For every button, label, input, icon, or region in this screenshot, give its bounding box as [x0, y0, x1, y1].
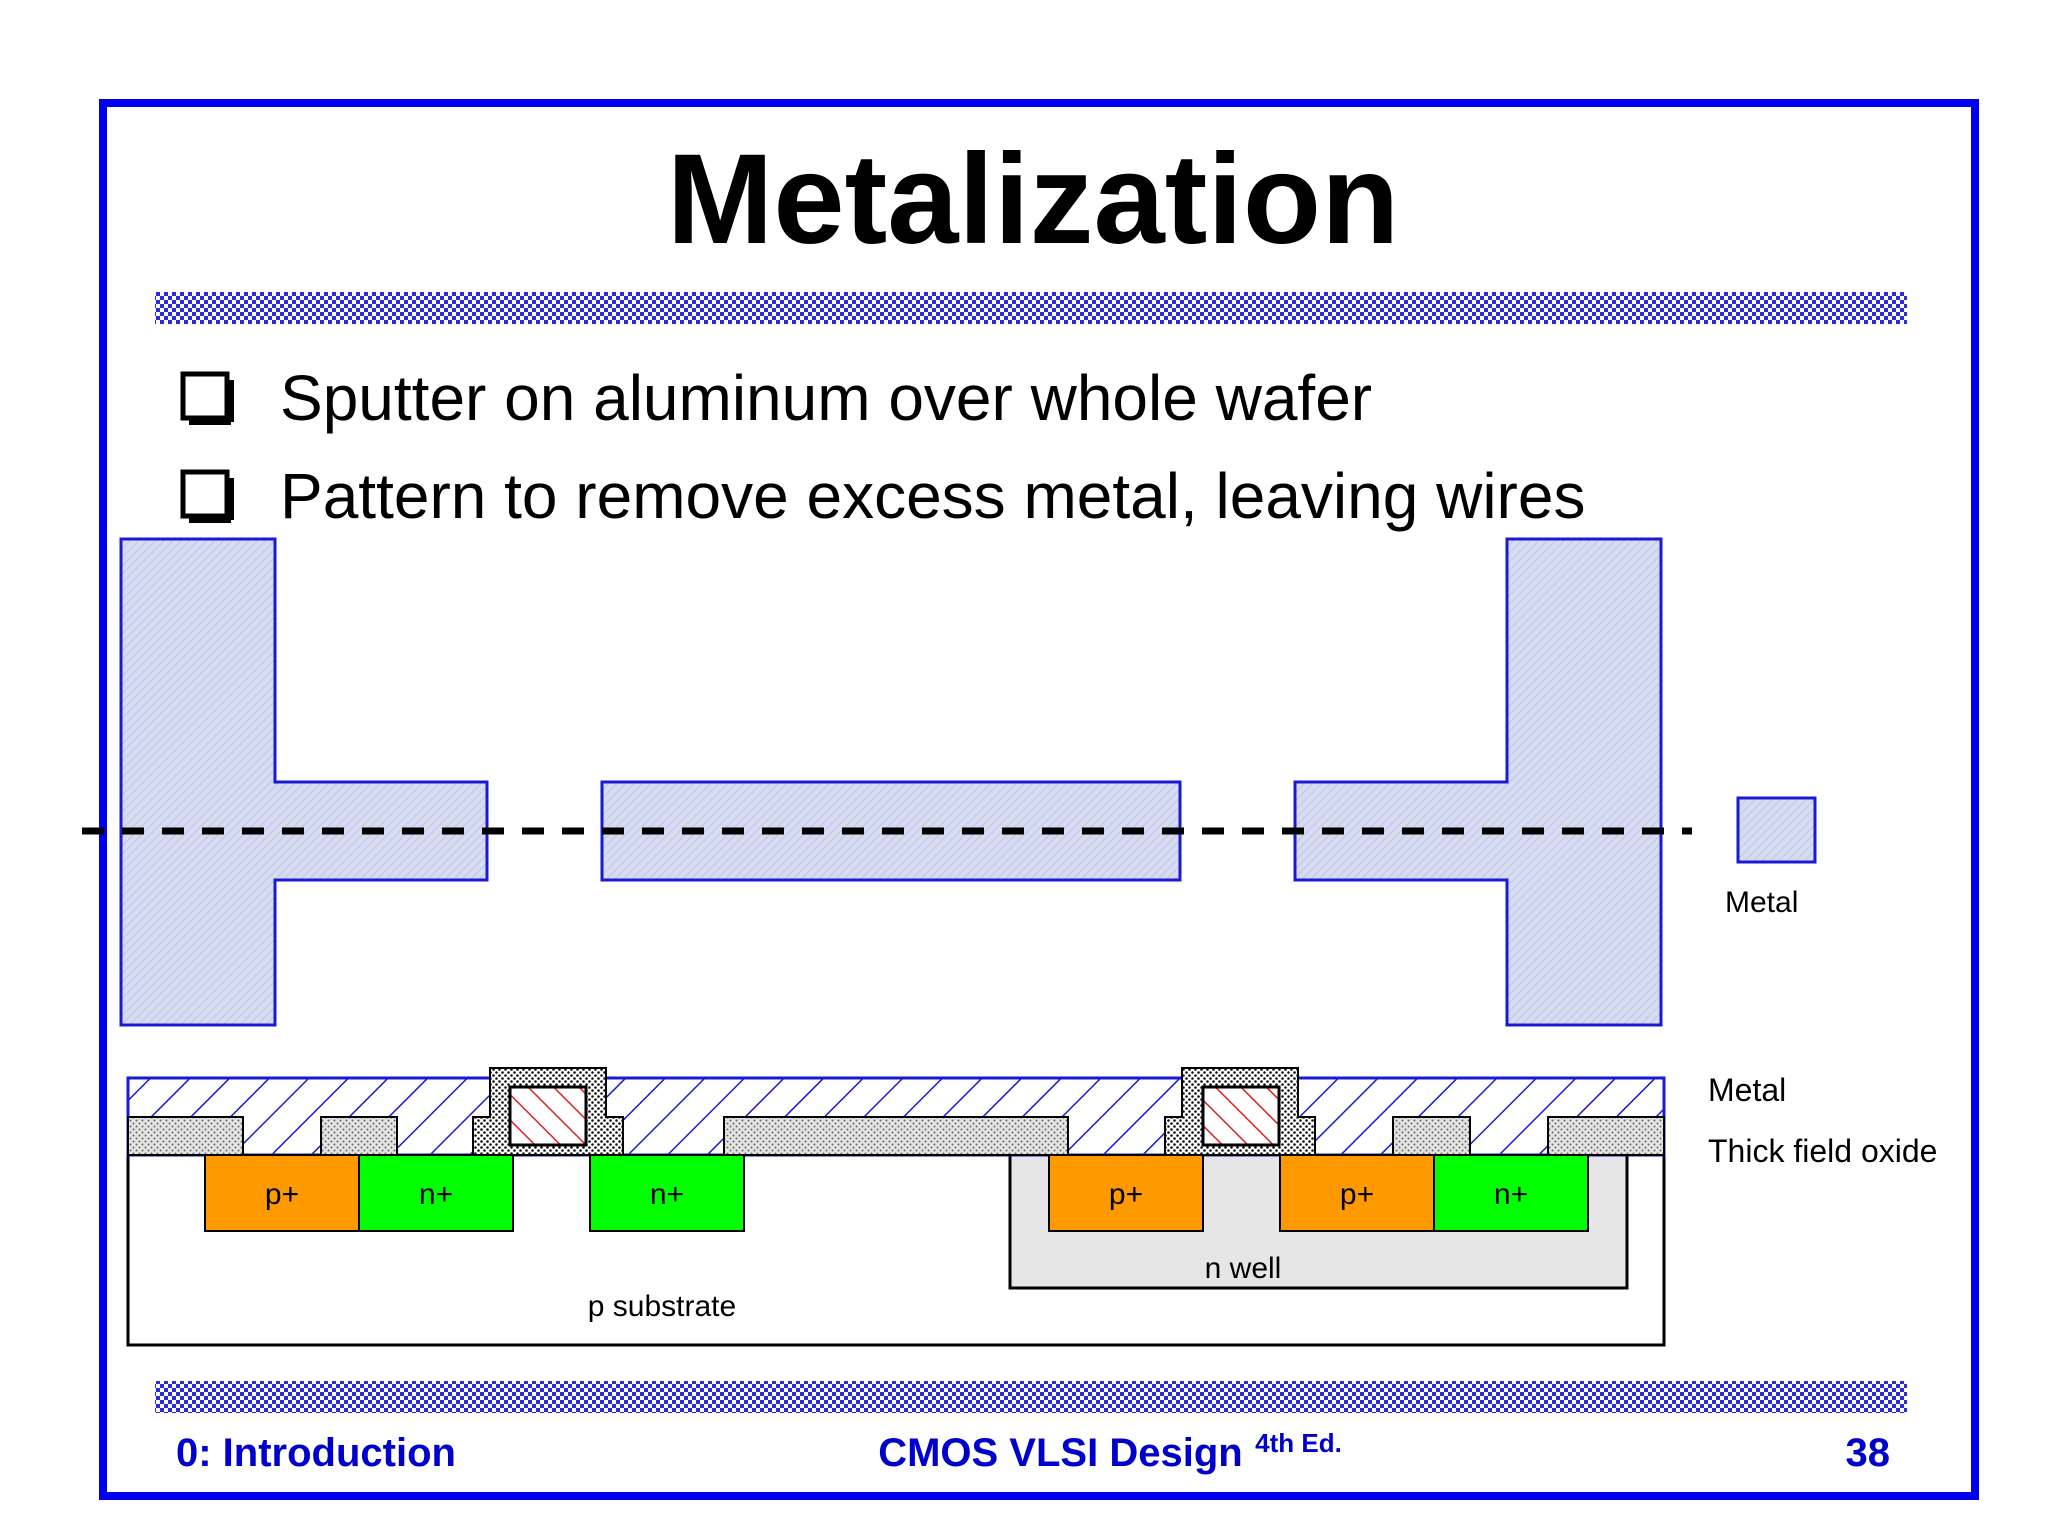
checkbox-icon [180, 371, 230, 421]
diffusion-label: n+ [650, 1178, 684, 1211]
gate-stack-pmos [1164, 1067, 1316, 1156]
footer-edition: 4th Ed. [1255, 1428, 1342, 1458]
slide-frame [99, 99, 1979, 1500]
top-divider [155, 292, 1907, 324]
page-number: 38 [1846, 1431, 1891, 1475]
n-well-label: n well [1205, 1252, 1282, 1285]
diffusion-p-plus [1048, 1154, 1204, 1232]
footer-section-label: 0: Introduction [176, 1431, 456, 1475]
metal-wire-left [119, 537, 489, 1027]
diffusion-label: p+ [265, 1178, 299, 1211]
metal-legend-label: Metal [1725, 886, 1798, 919]
bullet-item: Sputter on aluminum over whole wafer [180, 362, 1372, 434]
p-substrate-label: p substrate [588, 1290, 736, 1323]
gate-stack-nmos [472, 1067, 624, 1156]
metal-wire-right [1293, 537, 1663, 1027]
bullet-text: Pattern to remove excess metal, leaving … [280, 460, 1585, 532]
field-oxide [127, 1116, 1665, 1156]
legend-oxide-label: Thick field oxide [1708, 1133, 1937, 1169]
footer-course-title: CMOS VLSI Design 4th Ed. [878, 1428, 1342, 1475]
bullet-text: Sputter on aluminum over whole wafer [280, 362, 1372, 434]
cross-section: p+ n+ n+ p+ p+ n+ n well p substrate Met… [126, 1067, 1937, 1347]
diffusion-regions: p+ n+ n+ p+ p+ n+ [204, 1154, 1589, 1232]
slide-title: Metalization [667, 128, 1400, 271]
diffusion-n-plus [1433, 1154, 1589, 1232]
metal-legend-swatch [1736, 796, 1817, 864]
layout-view: Metal [82, 537, 1817, 1027]
diffusion-p-plus [204, 1154, 360, 1232]
checkbox-icon [180, 469, 230, 519]
bullet-item: Pattern to remove excess metal, leaving … [180, 460, 1585, 532]
diffusion-label: p+ [1109, 1178, 1143, 1211]
footer-course-name: CMOS VLSI Design [878, 1431, 1243, 1475]
legend-metal-label: Metal [1708, 1072, 1786, 1108]
diffusion-label: n+ [419, 1178, 453, 1211]
bottom-divider [155, 1381, 1907, 1413]
diffusion-n-plus [589, 1154, 745, 1232]
diffusion-n-plus [358, 1154, 514, 1232]
bullet-list: Sputter on aluminum over whole wafer Pat… [180, 362, 1585, 532]
diffusion-label: p+ [1340, 1178, 1374, 1211]
diffusion-label: n+ [1494, 1178, 1528, 1211]
